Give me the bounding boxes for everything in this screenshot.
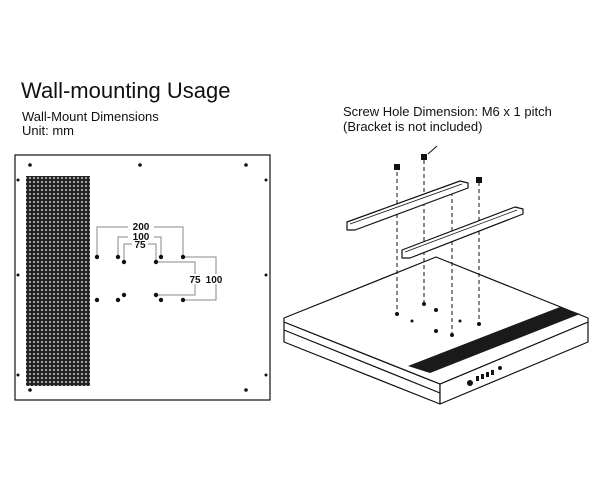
bracket-note: (Bracket is not included) — [343, 119, 483, 134]
vent-grid — [26, 176, 90, 386]
dim-75-height: 75 — [189, 275, 201, 286]
dim-100-height: 100 — [206, 275, 223, 286]
chassis-isometric-drawing — [283, 145, 589, 405]
front-io-ports — [467, 366, 502, 386]
vesa-holes — [94, 254, 186, 303]
vent-area — [408, 307, 580, 373]
rear-panel-drawing: 200 100 75 75 100 — [14, 154, 271, 401]
unit-label: Unit: mm — [22, 123, 74, 138]
dim-100-width: 100 — [133, 232, 150, 243]
mounting-bracket — [401, 206, 524, 259]
mounting-bracket — [346, 180, 469, 231]
screw-hole-note: Screw Hole Dimension: M6 x 1 pitch — [343, 104, 552, 119]
panel-screws — [16, 163, 268, 392]
page-title: Wall-mounting Usage — [21, 78, 231, 103]
vesa-dimension-lines — [96, 226, 217, 301]
dimensions-heading: Wall-Mount Dimensions — [22, 109, 159, 124]
screw-guide-lines — [396, 160, 480, 333]
dim-200: 200 — [133, 222, 150, 233]
dim-75-width: 75 — [134, 240, 146, 251]
chassis-top — [283, 256, 589, 385]
